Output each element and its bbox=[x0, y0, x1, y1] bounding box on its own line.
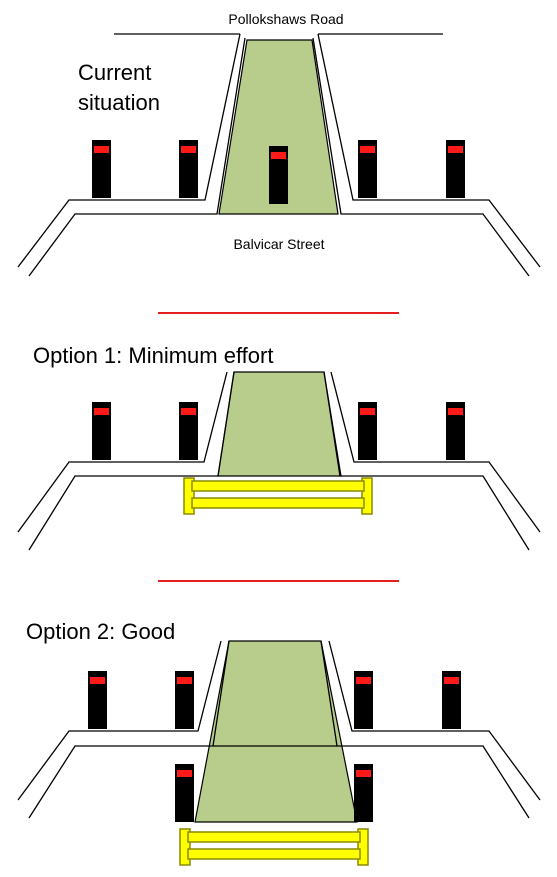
bollard bbox=[88, 671, 107, 729]
bollard bbox=[179, 140, 198, 198]
panel-current-situation: Pollokshaws Road Current situation Balvi… bbox=[17, 11, 541, 277]
bollard bbox=[446, 402, 465, 460]
road-edge-left-inner bbox=[28, 640, 230, 819]
current-heading-line1: Current bbox=[78, 60, 151, 85]
bollard bbox=[175, 671, 194, 729]
road-edge-right-inner bbox=[320, 640, 530, 819]
barrier bbox=[183, 477, 373, 515]
panel-option-2: Option 2: Good bbox=[17, 619, 541, 866]
road-edge-right-inner bbox=[323, 371, 530, 551]
bollard bbox=[354, 671, 373, 729]
road-edge-right-inner bbox=[312, 37, 530, 277]
bollard bbox=[92, 140, 111, 198]
barrier bbox=[179, 828, 369, 866]
road-edge-left-outer bbox=[17, 33, 241, 268]
road-edge-left-inner bbox=[28, 371, 235, 551]
side-street-label: Balvicar Street bbox=[233, 236, 324, 252]
bollard bbox=[358, 402, 377, 460]
bollard bbox=[446, 140, 465, 198]
road-edge-right-outer bbox=[317, 33, 541, 268]
shared-path bbox=[217, 371, 342, 477]
road-edge-left-inner bbox=[28, 37, 246, 277]
option2-heading: Option 2: Good bbox=[26, 619, 175, 644]
road-edge-right-outer bbox=[330, 371, 541, 533]
bollard bbox=[92, 402, 111, 460]
top-road-label: Pollokshaws Road bbox=[228, 11, 343, 27]
bollard bbox=[269, 146, 288, 204]
road-edge-right-outer bbox=[328, 640, 541, 801]
shared-path bbox=[194, 640, 358, 823]
current-heading-line2: situation bbox=[78, 90, 160, 115]
road-edge-left-outer bbox=[17, 640, 222, 801]
bollard bbox=[175, 764, 194, 822]
option1-heading: Option 1: Minimum effort bbox=[33, 343, 273, 368]
bollard bbox=[179, 402, 198, 460]
shared-path bbox=[218, 39, 339, 215]
bollard bbox=[358, 140, 377, 198]
bollard bbox=[442, 671, 461, 729]
road-edge-left-outer bbox=[17, 371, 228, 533]
panel-option-1: Option 1: Minimum effort bbox=[17, 343, 541, 551]
bollard bbox=[354, 764, 373, 822]
